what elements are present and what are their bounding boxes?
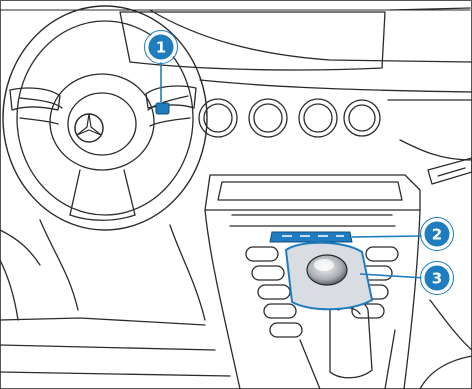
callout-3-label: 3 bbox=[432, 270, 442, 288]
callout-3: 3 bbox=[421, 262, 454, 295]
touchpad-control-strip bbox=[270, 232, 352, 242]
callout-1-label: 1 bbox=[156, 39, 166, 57]
steering-wheel-button bbox=[156, 103, 169, 114]
callout-2-label: 2 bbox=[432, 226, 442, 244]
callout-1: 1 bbox=[145, 31, 178, 64]
callout-2-leader bbox=[352, 236, 422, 237]
controller-knob bbox=[307, 255, 347, 285]
callout-2: 2 bbox=[421, 218, 454, 251]
